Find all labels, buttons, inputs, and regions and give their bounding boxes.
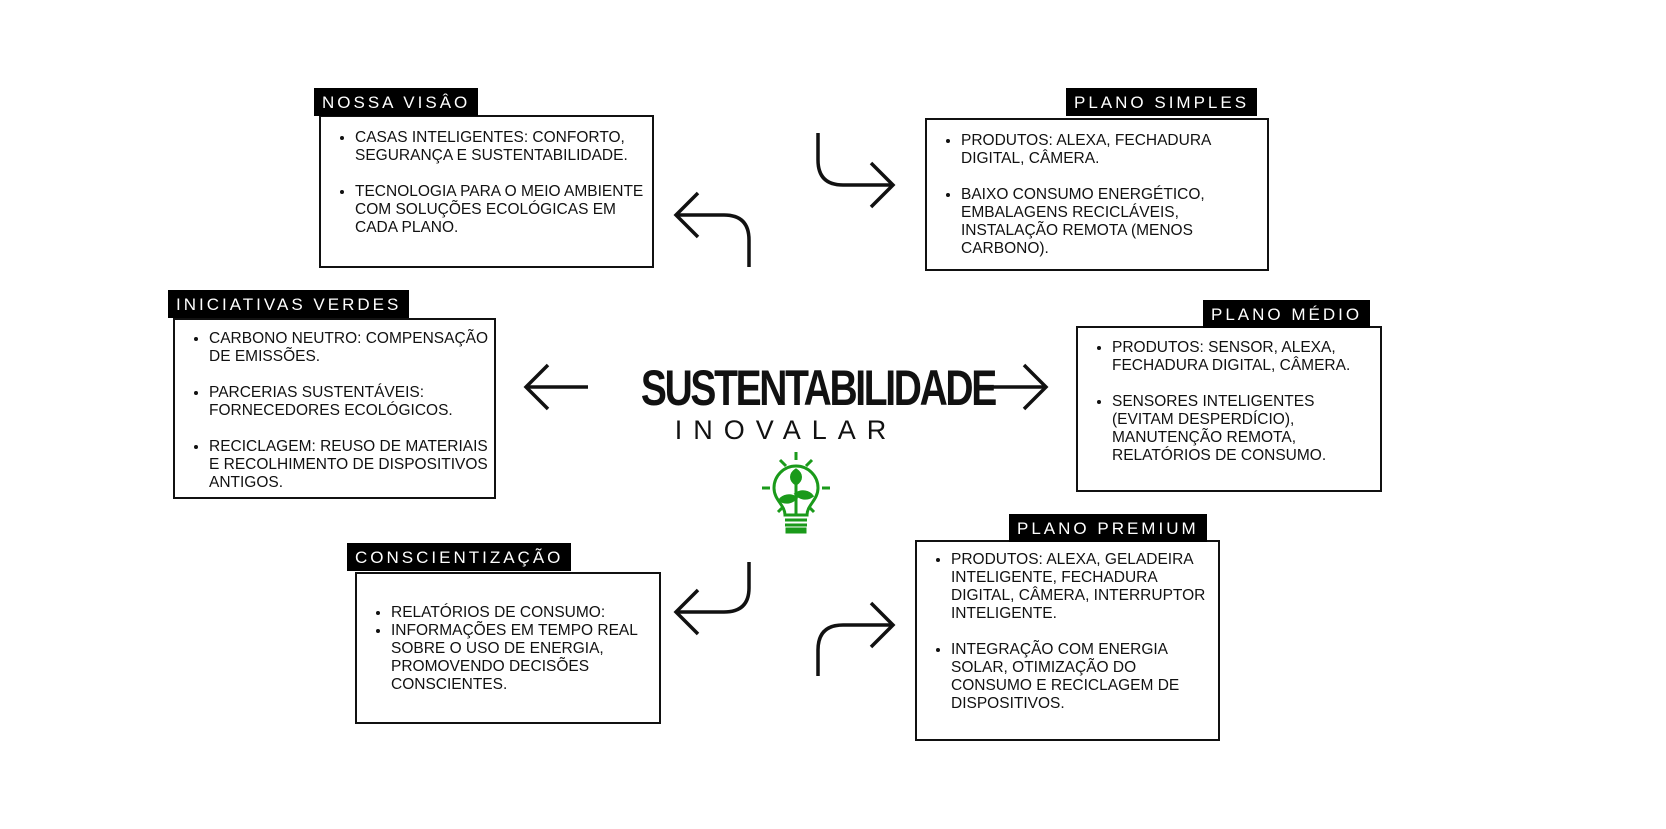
premium-plan-box: PRODUTOS: ALEXA, GELADEIRA INTELIGENTE, … <box>915 540 1220 741</box>
arrow-right <box>985 363 1049 411</box>
premium-plan-item: PRODUTOS: ALEXA, GELADEIRA INTELIGENTE, … <box>951 551 1218 623</box>
medium-plan-label: PLANO MÉDIO <box>1203 300 1371 328</box>
green-item: RECICLAGEM: REUSO DE MATERIAIS E RECOLHI… <box>209 438 494 492</box>
arrow-curved-down-left <box>673 562 751 636</box>
simple-plan-label: PLANO SIMPLES <box>1066 88 1258 116</box>
simple-plan-item: PRODUTOS: ALEXA, FECHADURA DIGITAL, CÂME… <box>961 132 1267 168</box>
medium-plan-box: PRODUTOS: SENSOR, ALEXA, FECHADURA DIGIT… <box>1076 326 1382 492</box>
arrow-curved-up-right <box>816 601 896 676</box>
green-initiatives-box: CARBONO NEUTRO: COMPENSAÇÃO DE EMISSÕES.… <box>173 318 496 499</box>
arrow-left <box>523 363 588 411</box>
medium-plan-item: PRODUTOS: SENSOR, ALEXA, FECHADURA DIGIT… <box>1112 339 1380 375</box>
green-item: CARBONO NEUTRO: COMPENSAÇÃO DE EMISSÕES. <box>209 330 494 366</box>
awareness-item: RELATÓRIOS DE CONSUMO: <box>391 604 659 622</box>
vision-item: CASAS INTELIGENTES: CONFORTO, SEGURANÇA … <box>355 129 652 165</box>
simple-plan-item: BAIXO CONSUMO ENERGÉTICO, EMBALAGENS REC… <box>961 186 1267 258</box>
arrow-curved-up-left <box>673 191 751 267</box>
vision-item: TECNOLOGIA PARA O MEIO AMBIENTE COM SOLU… <box>355 183 652 237</box>
green-initiatives-label: INICIATIVAS VERDES <box>168 290 410 318</box>
vision-label: NOSSA VISÂO <box>314 88 479 116</box>
awareness-item: INFORMAÇÕES EM TEMPO REAL SOBRE O USO DE… <box>391 622 659 694</box>
medium-plan-item: SENSORES INTELIGENTES (EVITAM DESPERDÍCI… <box>1112 393 1380 465</box>
green-item: PARCERIAS SUSTENTÁVEIS: FORNECEDORES ECO… <box>209 384 494 420</box>
simple-plan-box: PRODUTOS: ALEXA, FECHADURA DIGITAL, CÂME… <box>925 118 1269 271</box>
premium-plan-item: INTEGRAÇÃO COM ENERGIA SOLAR, OTIMIZAÇÃO… <box>951 641 1218 713</box>
lightbulb-plant-icon <box>762 452 830 534</box>
arrow-curved-down-right <box>816 133 896 209</box>
awareness-label: CONSCIENTIZAÇÃO <box>347 543 572 571</box>
vision-box: CASAS INTELIGENTES: CONFORTO, SEGURANÇA … <box>319 115 654 268</box>
awareness-box: RELATÓRIOS DE CONSUMO:INFORMAÇÕES EM TEM… <box>355 572 661 724</box>
subtitle: INOVALAR <box>674 415 898 445</box>
premium-plan-label: PLANO PREMIUM <box>1009 514 1207 542</box>
